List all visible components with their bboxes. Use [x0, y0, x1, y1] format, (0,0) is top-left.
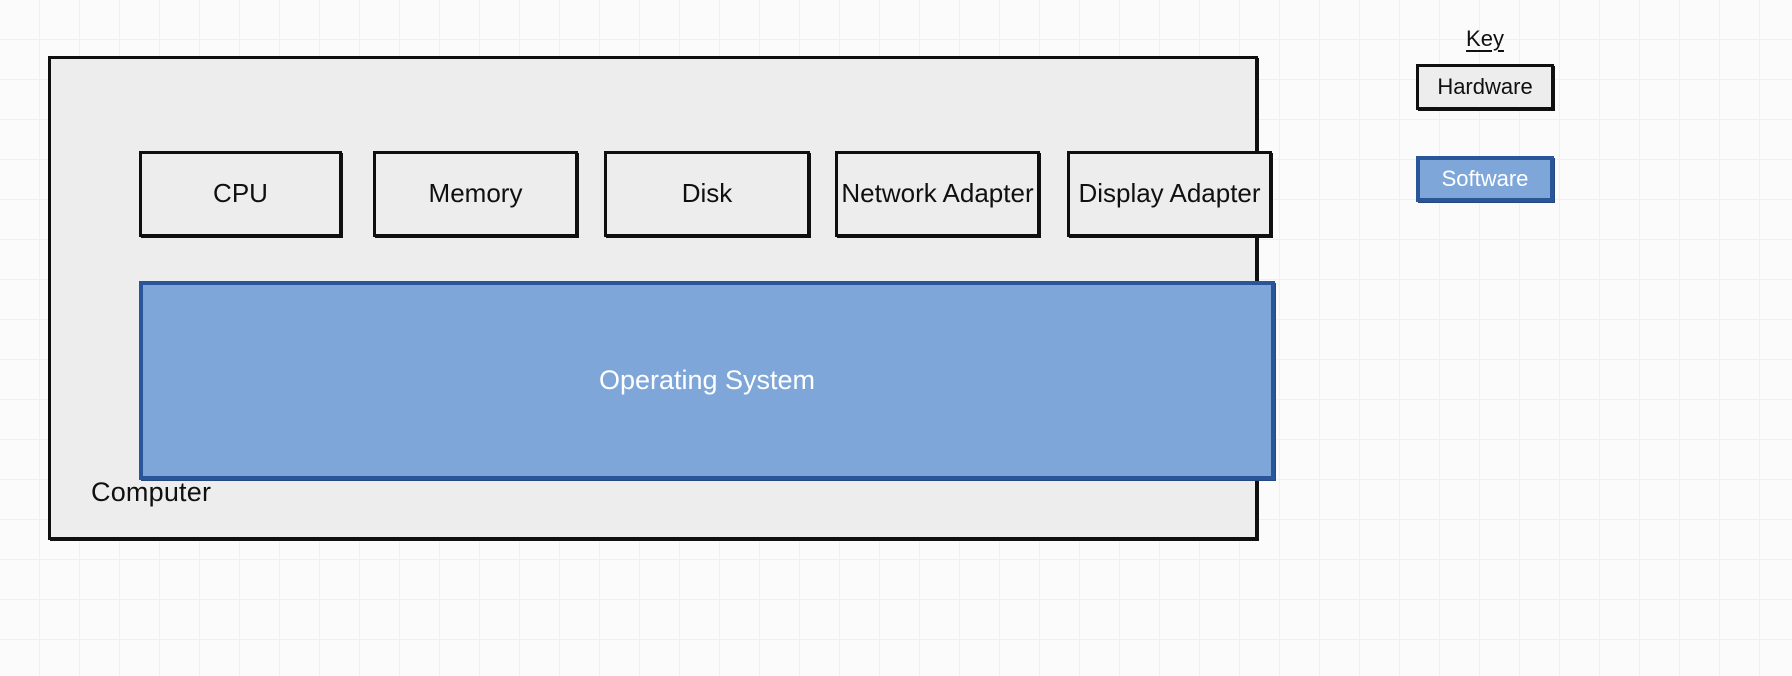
- software-box-operating-system-label: Operating System: [598, 365, 816, 396]
- key-legend-item-hardware-label: Hardware: [1437, 73, 1533, 99]
- hardware-box-network-adapter-label: Network Adapter: [841, 178, 1034, 209]
- hardware-box-display-adapter[interactable]: Display Adapter: [1067, 151, 1272, 237]
- hardware-box-cpu[interactable]: CPU: [139, 151, 342, 237]
- computer-container-label: Computer: [91, 476, 212, 507]
- hardware-box-display-adapter-label: Display Adapter: [1078, 178, 1261, 209]
- software-box-operating-system[interactable]: Operating System: [139, 281, 1275, 480]
- key-legend-item-software-label: Software: [1441, 165, 1529, 191]
- key-legend-title: Key: [1466, 26, 1504, 51]
- hardware-box-network-adapter[interactable]: Network Adapter: [835, 151, 1040, 237]
- key-legend-item-software[interactable]: Software: [1416, 156, 1554, 202]
- key-legend: Key Hardware Software: [1416, 26, 1554, 202]
- key-legend-item-hardware[interactable]: Hardware: [1416, 64, 1554, 110]
- hardware-box-cpu-label: CPU: [213, 178, 268, 209]
- hardware-box-disk-label: Disk: [681, 178, 733, 209]
- hardware-box-disk[interactable]: Disk: [604, 151, 810, 237]
- hardware-box-memory[interactable]: Memory: [373, 151, 578, 237]
- computer-container[interactable]: CPU Memory Disk Network Adapter Display …: [48, 56, 1275, 540]
- hardware-box-memory-label: Memory: [428, 178, 523, 209]
